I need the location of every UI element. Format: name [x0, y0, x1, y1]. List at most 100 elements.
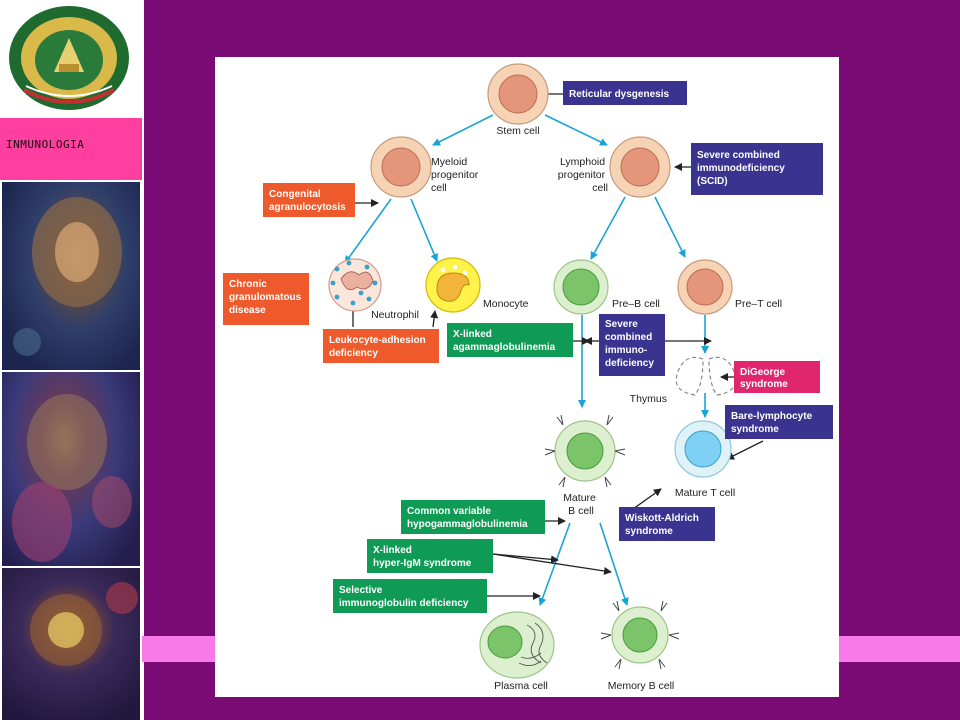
box-line: DiGeorge	[740, 367, 785, 378]
box-line: Selective	[339, 585, 383, 596]
arrow-lymphoid-preb	[590, 196, 626, 260]
box-line: Wiskott-Aldrich	[625, 513, 699, 524]
box-line: agammaglobulinemia	[453, 342, 556, 353]
lymphoid-label-line: cell	[592, 182, 608, 194]
mature-t-label: Mature T cell	[675, 487, 735, 499]
box-line: (SCID)	[697, 176, 728, 187]
pre-b-label: Pre–B cell	[612, 298, 660, 310]
stem-cell	[487, 63, 549, 125]
mature-b-label-line: Mature	[563, 492, 596, 504]
box-reticular-dysgenesis: Reticular dysgenesis	[563, 81, 687, 105]
cell-micrograph-1	[2, 182, 140, 370]
pre-t-label: Pre–T cell	[735, 298, 782, 310]
box-wiskott-aldrich-syndrome: Wiskott-Aldrich syndrome	[619, 507, 715, 541]
box-line: Common variable	[407, 506, 491, 517]
stem-cell-label: Stem cell	[496, 125, 539, 137]
micrograph-illustration	[30, 582, 138, 666]
box-chronic-granulomatous-disease: Chronic granulomatous disease	[223, 273, 309, 325]
monocyte-label: Monocyte	[483, 298, 529, 310]
lymphoid-label-line: Lymphoid	[560, 156, 605, 168]
pre-t-cell	[677, 259, 733, 315]
box-x-linked-agammaglobulinemia: X-linked agammaglobulinemia	[447, 323, 573, 357]
box-line: granulomatous	[229, 292, 302, 303]
neutrophil-label: Neutrophil	[371, 309, 419, 321]
box-scid-top-text: Severe combined immunodeficiency (SCID)	[697, 150, 788, 187]
box-scid-top: Severe combined immunodeficiency (SCID)	[691, 143, 823, 195]
box-line: deficiency	[605, 358, 654, 369]
myeloid-progenitor-cell	[370, 136, 432, 198]
box-leukocyte-adhesion-deficiency: Leukocyte-adhesion deficiency	[323, 329, 439, 363]
immunodeficiency-diagram: Stem cell Myeloid progenitor cell Lympho…	[223, 63, 833, 692]
course-title: INMUNOLOGIA	[6, 138, 85, 151]
mature-b-label-line: B cell	[568, 505, 594, 517]
box-line: Bare-lymphocyte	[731, 411, 813, 422]
box-line: Congenital	[269, 189, 321, 200]
university-seal-logo	[9, 6, 129, 110]
box-line: agranulocytosis	[269, 202, 346, 213]
box-line: syndrome	[740, 379, 788, 390]
arrow-wiskott-maturet	[632, 488, 662, 510]
box-line: X-linked	[373, 545, 412, 556]
box-wiskott-text: Wiskott-Aldrich syndrome	[625, 513, 702, 537]
memory-b-label: Memory B cell	[608, 680, 675, 692]
myeloid-label-line: progenitor	[431, 169, 479, 181]
box-line: immunoglobulin deficiency	[339, 598, 469, 609]
box-agranulocytosis-text: Congenital agranulocytosis	[269, 189, 346, 213]
diagram-panel: Stem cell Myeloid progenitor cell Lympho…	[215, 57, 839, 697]
box-congenital-agranulocytosis: Congenital agranulocytosis	[263, 183, 355, 217]
mature-b-cell	[544, 414, 626, 488]
arrow-matureb-memory	[599, 522, 629, 606]
box-selective-text: Selective immunoglobulin deficiency	[339, 585, 469, 609]
box-common-variable-hypogammaglobulinemia: Common variable hypogammaglobulinemia	[401, 500, 545, 534]
micrograph-illustration	[12, 394, 132, 562]
arrow-stem-lymphoid	[544, 114, 608, 146]
lymphoid-progenitor-cell	[609, 136, 671, 198]
monocyte-cell	[425, 257, 481, 313]
plasma-label: Plasma cell	[494, 680, 548, 692]
neutrophil-cell	[328, 258, 382, 312]
arrow-bare-maturet	[726, 440, 764, 460]
box-line: combined	[605, 332, 652, 343]
mature-t-cell	[674, 420, 732, 478]
plasma-cell	[479, 611, 555, 679]
lineage-arrows	[344, 114, 709, 606]
box-bare-text: Bare-lymphocyte syndrome	[731, 411, 815, 435]
box-line: immunodeficiency	[697, 163, 785, 174]
box-higm-text: X-linked hyper-IgM syndrome	[373, 545, 472, 569]
box-line: disease	[229, 305, 266, 316]
cell-micrograph-2	[2, 372, 140, 566]
box-selective-immunoglobulin-deficiency: Selective immunoglobulin deficiency	[333, 579, 487, 613]
arrow-stem-myeloid	[432, 114, 494, 146]
thymus-label: Thymus	[630, 393, 667, 405]
box-reticular-text: Reticular dysgenesis	[569, 89, 669, 100]
box-x-linked-hyper-igm: X-linked hyper-IgM syndrome	[367, 539, 493, 573]
box-digeorge-syndrome: DiGeorge syndrome	[734, 361, 820, 393]
micrograph-illustration	[13, 197, 122, 356]
box-line: Leukocyte-adhesion	[329, 335, 426, 346]
box-digeorge-text: DiGeorge syndrome	[740, 367, 788, 390]
lymphoid-label: Lymphoid progenitor cell	[558, 156, 608, 194]
course-banner	[0, 118, 142, 180]
box-line: Reticular dysgenesis	[569, 89, 669, 100]
memory-b-cell	[600, 600, 680, 670]
box-line: Chronic	[229, 279, 267, 290]
box-line: syndrome	[731, 424, 779, 435]
pre-b-cell	[553, 259, 609, 315]
box-scid-mid-text: Severe combined immuno- deficiency	[605, 319, 655, 369]
box-line: syndrome	[625, 526, 673, 537]
lymphoid-label-line: progenitor	[558, 169, 606, 181]
myeloid-label-line: Myeloid	[431, 156, 467, 168]
box-xla-text: X-linked agammaglobulinemia	[453, 329, 556, 353]
divider	[142, 0, 144, 720]
box-line: hypogammaglobulinemia	[407, 519, 528, 530]
box-line: X-linked	[453, 329, 492, 340]
box-lad-text: Leukocyte-adhesion deficiency	[329, 335, 428, 359]
arrow-myeloid-neutrophil	[344, 198, 392, 264]
arrow-myeloid-monocyte	[410, 198, 438, 262]
arrow-higm-memory	[492, 553, 612, 575]
box-line: Severe	[605, 319, 638, 330]
box-line: immuno-	[605, 345, 647, 356]
box-cvid-text: Common variable hypogammaglobulinemia	[407, 506, 528, 530]
thymus-outline	[675, 356, 737, 396]
box-scid-middle: Severe combined immuno- deficiency	[599, 314, 665, 376]
